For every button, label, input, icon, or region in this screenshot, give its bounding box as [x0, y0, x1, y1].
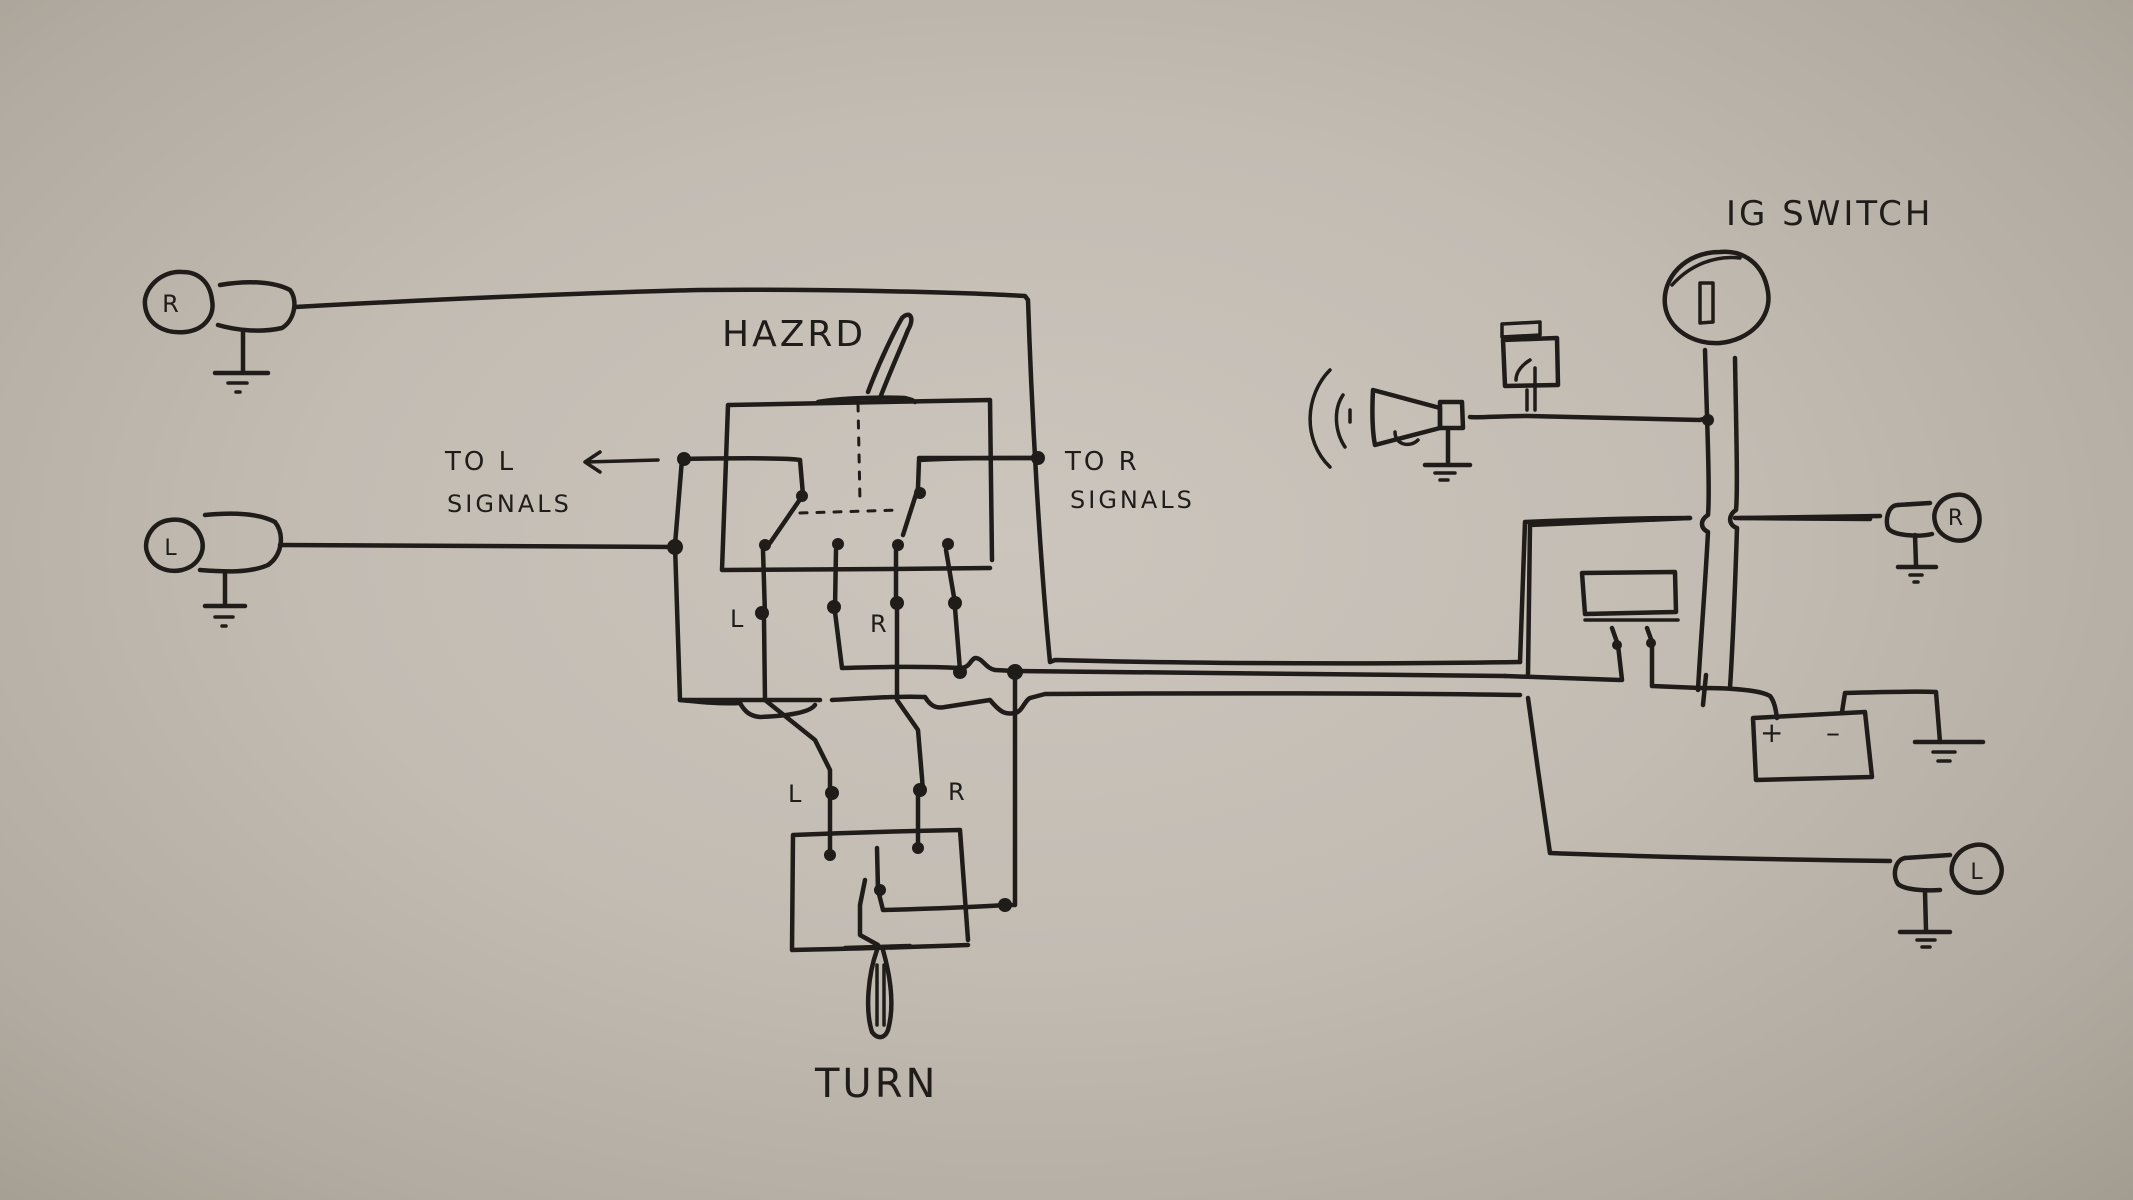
lamp-front-right-letter: R	[162, 290, 182, 318]
hazard-label: HAZRD	[722, 314, 866, 355]
turn-switch: L R	[788, 778, 1012, 1040]
turn-terminal-l: L	[788, 780, 804, 808]
horn-button	[1500, 320, 1561, 412]
lamp-rear-left: L	[1892, 842, 2004, 949]
ground-symbol	[1897, 889, 1953, 935]
ground-symbol	[202, 571, 248, 609]
ig-switch-label: IG SWITCH	[1726, 194, 1934, 234]
battery-minus: –	[1826, 716, 1843, 749]
battery: + –	[1750, 709, 1875, 783]
battery-plus: +	[1760, 716, 1786, 749]
ground-symbol	[1895, 532, 1939, 570]
sound-wave-icon	[1308, 368, 1332, 469]
flasher-relay	[1579, 569, 1703, 691]
arrow-left-icon	[583, 450, 660, 474]
to-l-signals-line2: SIGNALS	[447, 490, 572, 518]
ground-symbol	[1422, 427, 1473, 468]
lamp-rear-right: R	[1884, 492, 1982, 584]
to-l-signals-line1: TO L	[444, 447, 516, 477]
hazard-terminal-r: R	[870, 610, 890, 638]
turn-label: TURN	[814, 1061, 938, 1107]
lamp-front-right: R	[142, 269, 297, 394]
horn	[1308, 368, 1473, 482]
lamp-rear-left-letter: L	[1970, 860, 1985, 885]
lamp-front-left: L	[143, 511, 284, 628]
turn-lever	[865, 947, 894, 1040]
fuse-mark	[1700, 672, 1709, 708]
lamp-rear-right-letter: R	[1948, 506, 1966, 531]
turn-terminal-r: R	[948, 778, 968, 806]
hazard-terminal-l: L	[730, 605, 746, 633]
to-r-signals-line2: SIGNALS	[1070, 486, 1195, 514]
ignition-switch	[1662, 249, 1771, 346]
hazard-lever	[865, 312, 914, 401]
hazard-switch: L R	[679, 312, 1038, 638]
ground-symbol	[212, 327, 271, 376]
lamp-front-left-letter: L	[164, 536, 179, 561]
to-r-signals-line1: TO R	[1064, 447, 1140, 477]
